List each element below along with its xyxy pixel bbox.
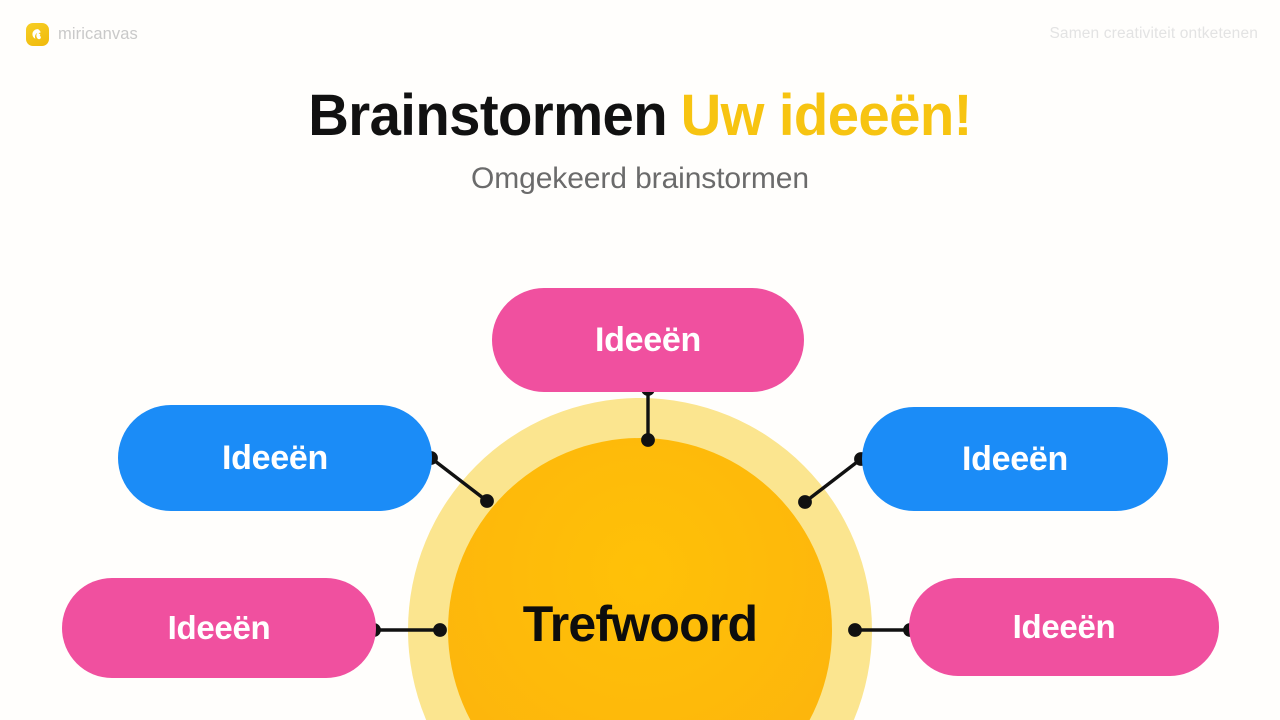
center-keyword-label: Trefwoord	[522, 596, 758, 652]
title-accent-text: Uw ideeën!	[680, 83, 973, 148]
slide-header: miricanvas Samen creativiteit ontketenen	[0, 0, 1280, 72]
idea-node-lower-left-label: Ideeën	[167, 609, 271, 646]
idea-node-top[interactable]: Ideeën	[492, 288, 804, 392]
idea-node-upper-left[interactable]: Ideeën	[118, 405, 432, 511]
idea-node-top-label: Ideeën	[595, 320, 701, 359]
idea-node-lower-right-label: Ideeën	[1012, 608, 1116, 645]
title-main-text: Brainstormen	[308, 83, 668, 148]
idea-node-lower-left[interactable]: Ideeën	[62, 578, 376, 678]
page-subtitle: Omgekeerd brainstormen	[471, 162, 809, 196]
idea-node-upper-left-label: Ideeën	[222, 438, 328, 477]
brand-name-label: miricanvas	[58, 24, 138, 43]
idea-node-lower-right[interactable]: Ideeën	[909, 578, 1219, 676]
idea-node-upper-right[interactable]: Ideeën	[862, 407, 1168, 511]
miricanvas-logo-icon	[26, 22, 49, 46]
brand-logo[interactable]: miricanvas	[26, 22, 138, 46]
idea-node-upper-right-label: Ideeën	[962, 439, 1068, 478]
header-tagline: Samen creativiteit ontketenen	[1049, 25, 1258, 42]
